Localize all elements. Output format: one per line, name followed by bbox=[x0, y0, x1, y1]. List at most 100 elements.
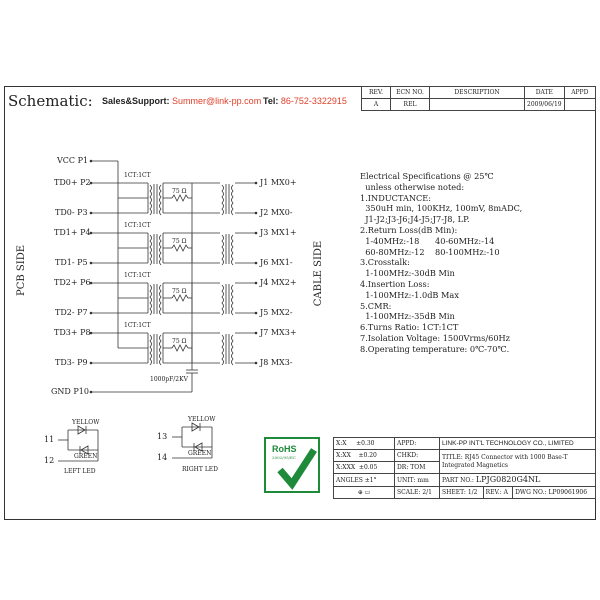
dr-field: DR: TOM bbox=[394, 461, 440, 474]
pin-label: VCC P1 bbox=[57, 156, 89, 165]
part-no-field: PART NO.: LPJG0820G4NL bbox=[439, 473, 596, 487]
spec-line: 1-100MHz:-1.0dB Max bbox=[360, 289, 459, 300]
pin-label: J3 MX1+ bbox=[260, 228, 297, 237]
dwg-label: DWG NO.: bbox=[515, 489, 547, 496]
title-label: TITLE: bbox=[442, 453, 463, 461]
title-block: X:X ±0.30 APPD: LINK-PP INT'L TECHNOLOGY… bbox=[333, 437, 596, 499]
spec-line: unless otherwise noted: bbox=[360, 181, 465, 192]
turns-ratio-label: 1CT:1CT bbox=[124, 322, 151, 329]
pin-label: J8 MX3- bbox=[260, 358, 293, 367]
led-color-label: GREEN bbox=[74, 453, 98, 460]
revision-table: REV. ECN NO. DESCRIPTION DATE APPD A REL… bbox=[361, 86, 597, 111]
led-pin-label: 12 bbox=[44, 456, 55, 465]
page-title: Schematic: bbox=[8, 92, 93, 110]
led-color-label: YELLOW bbox=[188, 416, 216, 423]
appd-value bbox=[563, 98, 597, 111]
led-pin-label: 14 bbox=[157, 453, 168, 462]
spec-line: 2.Return Loss(dB Min): bbox=[360, 224, 458, 235]
pin-label: J7 MX3+ bbox=[260, 328, 297, 337]
spec-line: 350uH min, 100KHz, 100mV, 8mADC, bbox=[360, 203, 523, 214]
tolerance-3: X:XXX ±0.05 bbox=[333, 461, 395, 474]
angles-tolerance: ANGLES ±1° bbox=[333, 473, 395, 487]
spec-line: 1-100MHz:-30dB Min bbox=[360, 268, 455, 279]
tel-number: 86-752-3322915 bbox=[280, 96, 347, 106]
spec-line: J1-J2;J3-J6;J4-J5;J7-J8, LP. bbox=[360, 214, 470, 225]
unit-value: mm bbox=[417, 476, 429, 484]
chkd-label: CHKD: bbox=[394, 449, 440, 462]
pin-label: TD3- P9 bbox=[55, 358, 88, 367]
led-color-label: YELLOW bbox=[72, 419, 100, 426]
scale-label: SCALE: bbox=[397, 489, 421, 496]
sales-email-link[interactable]: Summer@link-pp.com bbox=[172, 96, 262, 106]
sales-info: Sales&Support: Summer@link-pp.com bbox=[102, 96, 261, 106]
dwg-field: DWG NO.: LP09061906 bbox=[512, 486, 596, 499]
part-no-label: PART NO.: bbox=[442, 477, 474, 484]
spec-line: 6.Turns Ratio: 1CT:1CT bbox=[360, 322, 459, 333]
spec-line: 5.CMR: bbox=[360, 300, 392, 311]
pin-label: TD0+ P2 bbox=[54, 178, 91, 187]
sheet-value: 1/2 bbox=[467, 489, 478, 496]
pin-label: J2 MX0- bbox=[260, 208, 293, 217]
pin-label: TD0- P3 bbox=[55, 208, 88, 217]
description-value bbox=[429, 98, 525, 111]
spec-line: Electrical Specifications @ 25℃ bbox=[360, 171, 494, 181]
right-led-caption: RIGHT LED bbox=[182, 466, 218, 473]
left-led-caption: LEFT LED bbox=[64, 468, 96, 475]
spec-line: 60-80MHz:-12 80-100MHz:-10 bbox=[360, 246, 500, 257]
pin-label: GND P10 bbox=[51, 387, 89, 396]
tolerance-1: X:X ±0.30 bbox=[333, 437, 395, 450]
appd-header: APPD bbox=[563, 86, 597, 99]
dr-label: DR: bbox=[397, 464, 409, 471]
pin-label: J4 MX2+ bbox=[260, 278, 297, 287]
tel-label: Tel: bbox=[263, 96, 279, 106]
led-color-label: GREEN bbox=[188, 450, 212, 457]
drawing-frame bbox=[4, 86, 596, 520]
led-pin-label: 13 bbox=[157, 432, 168, 441]
part-no-value: LPJG0820G4NL bbox=[475, 475, 541, 484]
turns-ratio-label: 1CT:1CT bbox=[124, 272, 151, 279]
pin-label: TD3+ P8 bbox=[54, 328, 91, 337]
rohs-text: RoHS bbox=[272, 444, 297, 454]
unit-field: UNIT: mm bbox=[394, 473, 440, 487]
pin-label: J1 MX0+ bbox=[260, 178, 297, 187]
turns-ratio-label: 1CT:1CT bbox=[124, 172, 151, 179]
rohs-sub: 2002/95/EC bbox=[272, 455, 296, 460]
resistor-label: 75 Ω bbox=[172, 338, 187, 345]
title-field: TITLE: RJ45 Connector with 1000 Base-T I… bbox=[439, 449, 596, 474]
sheet-field: SHEET: 1/2 bbox=[439, 486, 484, 499]
resistor-label: 75 Ω bbox=[172, 288, 187, 295]
company-name: LINK-PP INT'L TECHNOLOGY CO., LIMITED bbox=[439, 437, 596, 450]
spec-line: 1-40MHz:-18 40-60MHz:-14 bbox=[360, 235, 495, 246]
sheet-label: SHEET: bbox=[442, 489, 466, 496]
spec-line: 7.Isolation Voltage: 1500Vrms/60Hz bbox=[360, 332, 510, 343]
scale-field: SCALE: 2/1 bbox=[394, 486, 440, 499]
capacitor-label: 1000pF/2KV bbox=[150, 376, 188, 383]
pin-label: TD2+ P6 bbox=[54, 278, 91, 287]
turns-ratio-label: 1CT:1CT bbox=[124, 222, 151, 229]
dr-value: TOM bbox=[410, 464, 426, 471]
spec-line: 4.Insertion Loss: bbox=[360, 278, 430, 289]
title-value: RJ45 Connector with 1000 Base-T Integrat… bbox=[442, 453, 568, 469]
pin-label: J5 MX2- bbox=[260, 308, 293, 317]
electrical-specs: Electrical Specifications @ 25℃ unless o… bbox=[360, 171, 522, 355]
dwg-value: LP09061906 bbox=[548, 489, 588, 496]
spec-line: 1-100MHz:-35dB Min bbox=[360, 311, 455, 322]
cable-side-label: CABLE SIDE bbox=[313, 240, 325, 307]
rev-label: REV.: bbox=[485, 489, 502, 496]
appd-label: APPD: bbox=[394, 437, 440, 450]
led-pin-label: 11 bbox=[44, 435, 55, 444]
pin-label: TD2- P7 bbox=[55, 308, 88, 317]
spec-line: 3.Crosstalk: bbox=[360, 257, 410, 268]
resistor-label: 75 Ω bbox=[172, 188, 187, 195]
tel-info: Tel: 86-752-3322915 bbox=[263, 96, 347, 106]
sales-label: Sales&Support: bbox=[102, 96, 170, 106]
rohs-logo bbox=[264, 437, 320, 493]
pin-label: TD1- P5 bbox=[55, 258, 88, 267]
resistor-label: 75 Ω bbox=[172, 238, 187, 245]
pin-label: J6 MX1- bbox=[260, 258, 293, 267]
tolerance-2: X:XX ±0.20 bbox=[333, 449, 395, 462]
spec-line: 8.Operating temperature: 0℃-70℃. bbox=[360, 343, 510, 354]
pcb-side-label: PCB SIDE bbox=[16, 244, 28, 297]
rev-value: A bbox=[503, 489, 509, 496]
